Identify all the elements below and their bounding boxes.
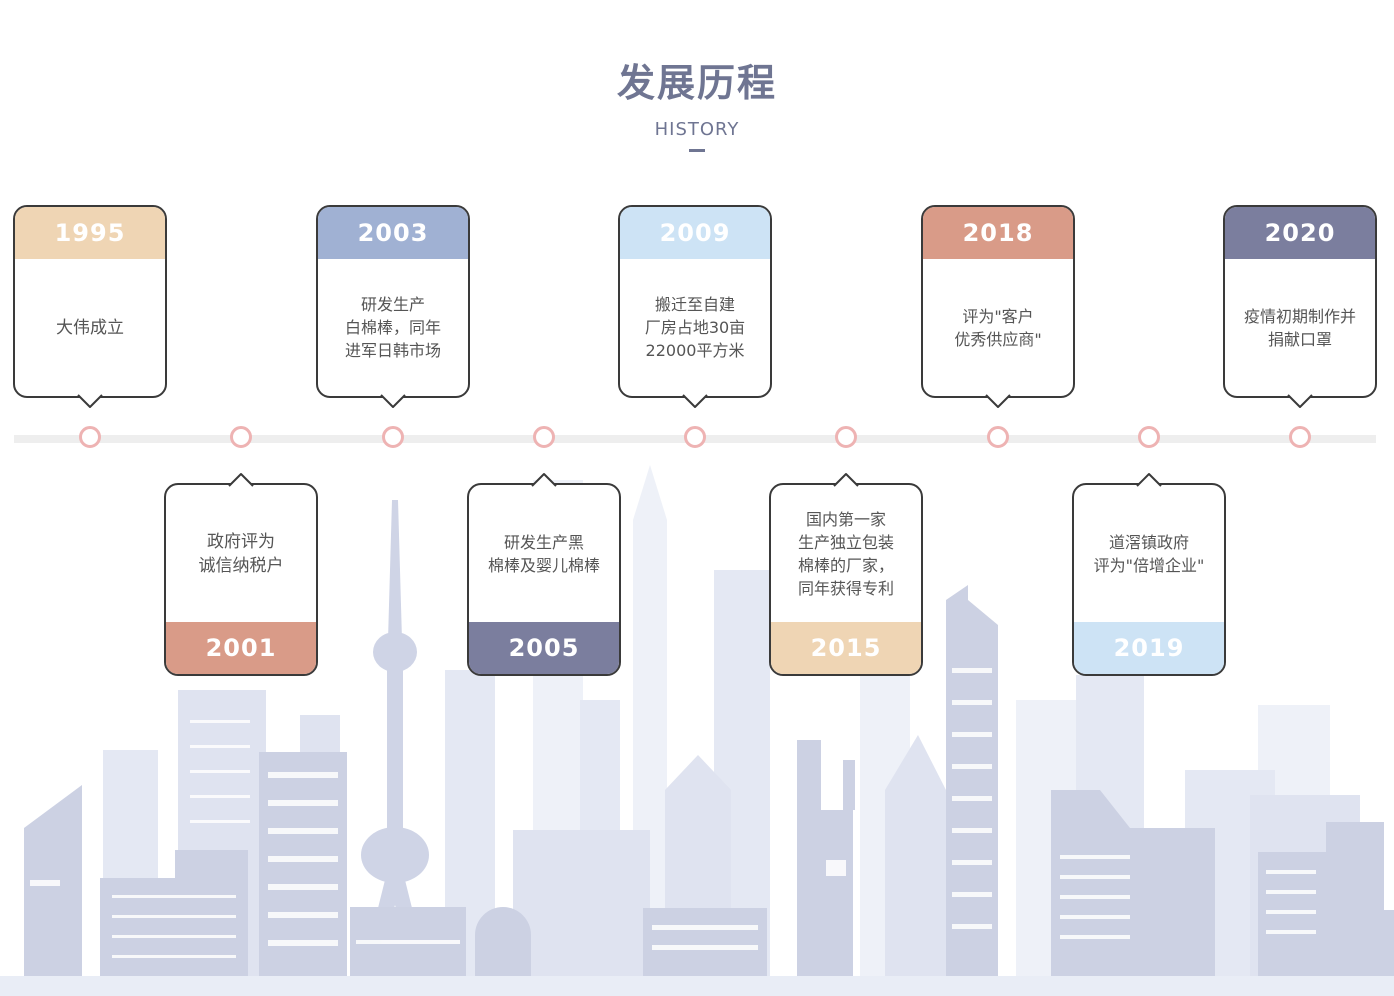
description-line: 大伟成立 bbox=[56, 317, 124, 338]
timeline-card-1995: 1995 大伟成立 bbox=[13, 205, 167, 408]
milestone-description: 搬迁至自建厂房占地30亩 22000平方米 bbox=[626, 259, 764, 396]
pointer-down-icon bbox=[985, 394, 1011, 408]
description-line: 研发生产 bbox=[360, 295, 425, 314]
timeline-node bbox=[987, 426, 1009, 448]
timeline-node bbox=[230, 426, 252, 448]
description-line: 棉棒的厂家， bbox=[797, 555, 894, 575]
description-line: 22000平方米 bbox=[645, 341, 745, 360]
milestone-description: 评为"客户优秀供应商" bbox=[929, 259, 1067, 396]
year-label: 2020 bbox=[1225, 207, 1375, 259]
description-line: 政府评为 bbox=[207, 531, 275, 552]
description-line: 研发生产黑 bbox=[503, 532, 584, 552]
year-label: 2009 bbox=[620, 207, 770, 259]
description-line: 厂房占地30亩 bbox=[644, 318, 746, 337]
pointer-up-icon bbox=[833, 473, 859, 487]
description-line: 搬迁至自建 bbox=[654, 295, 735, 314]
page-title: 发展历程 bbox=[616, 61, 777, 105]
pointer-down-icon bbox=[682, 394, 708, 408]
timeline-node bbox=[684, 426, 706, 448]
year-label: 2001 bbox=[166, 622, 316, 674]
description-line: 评为"客户 bbox=[962, 306, 1034, 326]
pointer-down-icon bbox=[380, 394, 406, 408]
timeline-card-2015: 2015 国内第一家生产独立包装棉棒的厂家， 同年获得专利 bbox=[769, 473, 923, 676]
description-line: 捐献口罩 bbox=[1267, 329, 1332, 349]
section-header: 发展历程 HISTORY bbox=[0, 52, 1394, 152]
pointer-up-icon bbox=[228, 473, 254, 487]
description-line: 评为"倍增企业" bbox=[1093, 555, 1205, 575]
description-line: 诚信纳税户 bbox=[198, 555, 284, 576]
description-line: 白棉棒，同年 bbox=[344, 318, 441, 337]
year-label: 2019 bbox=[1074, 622, 1224, 674]
milestone-description: 政府评为诚信纳税户 bbox=[172, 485, 310, 622]
pointer-down-icon bbox=[77, 394, 103, 408]
milestone-description: 国内第一家生产独立包装棉棒的厂家， 同年获得专利 bbox=[777, 485, 915, 622]
description-line: 棉棒及婴儿棉棒 bbox=[487, 555, 600, 575]
timeline-node bbox=[1138, 426, 1160, 448]
description-line: 道滘镇政府 bbox=[1108, 532, 1189, 552]
description-line: 同年获得专利 bbox=[797, 578, 894, 598]
year-label: 2015 bbox=[771, 622, 921, 674]
pointer-down-icon bbox=[1287, 394, 1313, 408]
timeline-node bbox=[382, 426, 404, 448]
page-subtitle: HISTORY bbox=[654, 119, 740, 140]
description-line: 进军日韩市场 bbox=[344, 341, 441, 360]
year-label: 2018 bbox=[923, 207, 1073, 259]
year-label: 1995 bbox=[15, 207, 165, 259]
description-line: 国内第一家 bbox=[805, 509, 886, 529]
description-line: 生产独立包装 bbox=[797, 532, 894, 552]
timeline-node bbox=[79, 426, 101, 448]
title-underline bbox=[689, 149, 705, 152]
pointer-up-icon bbox=[1136, 473, 1162, 487]
description-line: 疫情初期制作并 bbox=[1243, 306, 1356, 326]
pointer-up-icon bbox=[531, 473, 557, 487]
description-line: 优秀供应商" bbox=[954, 329, 1042, 349]
milestone-description: 大伟成立 bbox=[21, 259, 159, 396]
milestone-description: 研发生产黑棉棒及婴儿棉棒 bbox=[475, 485, 613, 622]
milestone-description: 疫情初期制作并捐献口罩 bbox=[1231, 259, 1369, 396]
timeline-node bbox=[533, 426, 555, 448]
timeline-node bbox=[835, 426, 857, 448]
milestone-description: 研发生产白棉棒，同年进军日韩市场 bbox=[324, 259, 462, 396]
milestone-description: 道滘镇政府评为"倍增企业" bbox=[1080, 485, 1218, 622]
timeline-node bbox=[1289, 426, 1311, 448]
year-label: 2005 bbox=[469, 622, 619, 674]
timeline-card-2009: 2009 搬迁至自建厂房占地30亩 22000平方米 bbox=[618, 205, 772, 408]
year-label: 2003 bbox=[318, 207, 468, 259]
